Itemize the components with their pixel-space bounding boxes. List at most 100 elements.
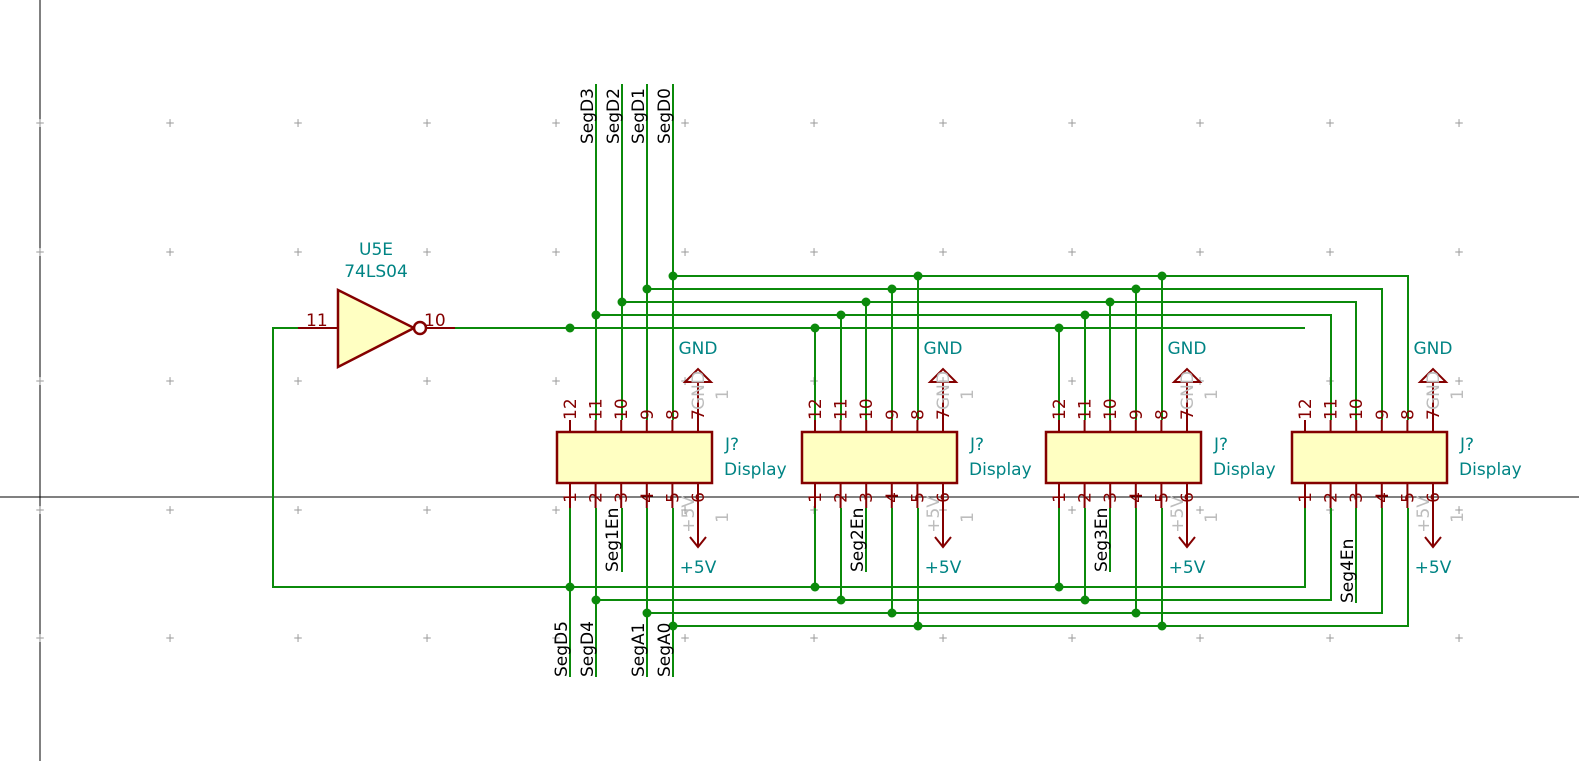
connector-pin-label: 2 [587,492,607,503]
vcc-ghost-pin: 1 [958,512,978,523]
connector-body [555,430,714,485]
connector-pin-label: 10 [857,398,877,420]
junction-dot [1131,284,1141,294]
grid-mark: + [680,631,690,645]
grid-mark: + [35,631,45,645]
connector-pin-label: 3 [857,492,877,503]
connector-pin-label: 2 [1076,492,1096,503]
connector-pin-label: 12 [561,398,581,420]
connector-1[interactable]: 121112103948576J?Display [555,398,787,508]
connector-pin-label: 8 [908,409,928,420]
inverter-value: 74LS04 [344,262,408,282]
junction-dot [1105,297,1115,307]
connector-3[interactable]: 121112103948576J?Display [1044,398,1276,508]
gnd-label: GND [1414,339,1453,359]
vcc-ghost-pin: 1 [1202,512,1222,523]
grid-mark: + [165,116,175,130]
connectors: 121112103948576J?DisplayGNDGND1+5V+5V1Se… [555,339,1522,603]
grid-dots: ++++++++++++++++++++++++++++++++++++++++… [35,116,1464,645]
junction-dot [1054,582,1064,592]
grid-mark: + [680,116,690,130]
grid-mark: + [1067,116,1077,130]
connector-pin-label: 5 [663,492,683,503]
connector-pin-label: 1 [561,492,581,503]
grid-mark: + [1454,116,1464,130]
grid-mark: + [35,116,45,130]
grid-mark: + [165,245,175,259]
enable-net-label: Seg1En [603,508,623,572]
gnd-label: GND [1168,339,1207,359]
connector-pin-label: 8 [1152,409,1172,420]
grid-mark: + [165,374,175,388]
grid-mark: + [1195,503,1205,517]
grid-mark: + [938,245,948,259]
connector-ref: J? [724,435,739,455]
grid-mark: + [1325,116,1335,130]
connector-value: Display [1459,460,1522,480]
grid-mark: + [1454,503,1464,517]
grid-mark: + [422,631,432,645]
grid-mark: + [422,116,432,130]
connector-2[interactable]: 121112103948576J?Display [800,398,1032,508]
bus-pin4 [647,508,1383,614]
inverter-ref: U5E [359,240,393,260]
grid-mark: + [551,503,561,517]
gnd-ghost-pin: 1 [1202,389,1222,400]
bottom-net-label: SegA0 [655,623,675,678]
connector-pin-label: 2 [1322,492,1342,503]
connector-pin-label: 11 [1076,398,1096,420]
grid-mark: + [1325,631,1335,645]
inverter-triangle [336,287,417,370]
bottom-net-label: SegD4 [578,621,598,677]
connector-pin-label: 6 [689,492,709,503]
gnd-ghost-label: GND [934,371,954,410]
junction-dot [861,297,871,307]
junctions [565,271,1167,631]
grid-mark: + [293,116,303,130]
inverter-u5e[interactable]: U5E 74LS04 11 10 [298,240,455,370]
connector-pin-label: 1 [1050,492,1070,503]
connector-pin-label: 8 [663,409,683,420]
bottom-net-label: SegD5 [552,621,572,677]
connector-pin-label: 4 [1373,492,1393,503]
vcc-arrow [689,536,707,549]
grid-mark: + [938,116,948,130]
connector-pin-label: 2 [832,492,852,503]
grid-mark: + [809,245,819,259]
enable-net-label: Seg4En [1338,539,1358,603]
connector-pin-label: 4 [883,492,903,503]
junction-dot [913,621,923,631]
junction-dot [1157,271,1167,281]
grid-mark: + [551,245,561,259]
vcc-ghost-label: +5V [1414,496,1434,533]
connector-pin-label: 1 [806,492,826,503]
vcc-label: +5V [680,558,717,578]
gnd-arrow [927,367,959,383]
connector-pin-label: 4 [1127,492,1147,503]
connector-4[interactable]: 121112103948576J?Display [1290,398,1522,508]
connector-pin-label: 9 [883,409,903,420]
grid-mark: + [1067,503,1077,517]
grid-mark: + [551,116,561,130]
junction-dot [887,608,897,618]
vcc-arrow [1178,536,1196,549]
vcc-ghost-label: +5V [679,496,699,533]
top-net-label: SegD3 [578,88,598,144]
top-net-label: SegD1 [629,88,649,144]
grid-mark: + [35,503,45,517]
gnd-arrow [1417,367,1449,383]
grid-mark: + [1067,245,1077,259]
connector-pin-label: 5 [908,492,928,503]
grid-mark: + [293,245,303,259]
connector-pin-label: 9 [1127,409,1147,420]
connector-pin-label: 3 [1101,492,1121,503]
